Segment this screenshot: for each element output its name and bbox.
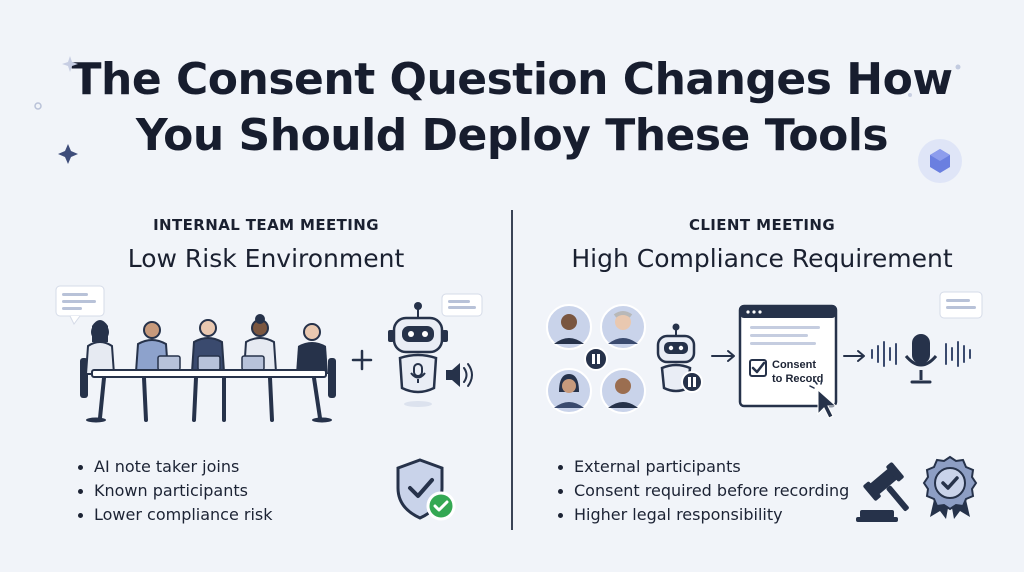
team-meeting-illustration xyxy=(80,314,336,423)
robot-icon xyxy=(388,293,483,407)
list-item: Known participants xyxy=(76,479,273,503)
sound-wave-microphone-icon xyxy=(871,291,983,384)
left-section-subtitle: Low Risk Environment xyxy=(127,244,405,273)
award-badge-icon xyxy=(922,455,978,519)
hexagon-decor-icon xyxy=(908,64,962,183)
title-line-1: The Consent Question Changes How xyxy=(71,54,953,105)
left-section-header: INTERNAL TEAM MEETING Low Risk Environme… xyxy=(66,216,466,273)
title-line-2: You Should Deploy These Tools xyxy=(135,110,889,161)
sparkle-decor-icon xyxy=(34,56,78,164)
list-item: AI note taker joins xyxy=(76,455,273,479)
left-section-kicker: INTERNAL TEAM MEETING xyxy=(153,216,379,234)
left-bullet-list: AI note taker joins Known participants L… xyxy=(76,455,273,527)
list-item: Higher legal responsibility xyxy=(556,503,849,527)
consent-label-line2: to Record xyxy=(772,373,823,385)
consent-label-line1: Consent xyxy=(772,359,816,371)
page-title: The Consent Question Changes How You Sho… xyxy=(0,52,1024,164)
gavel-icon xyxy=(856,462,909,522)
list-item: External participants xyxy=(556,455,849,479)
arrow-right-icon-2 xyxy=(843,350,865,362)
consent-dialog[interactable]: Consent to Record xyxy=(738,304,842,424)
right-section-header: CLIENT MEETING High Compliance Requireme… xyxy=(562,216,962,273)
right-section-subtitle: High Compliance Requirement xyxy=(571,244,953,273)
participant-avatars xyxy=(546,304,646,414)
robot-icon-right xyxy=(656,323,703,393)
shield-check-icon xyxy=(396,458,456,521)
plus-icon xyxy=(351,349,373,371)
section-divider xyxy=(511,210,513,530)
list-item: Lower compliance risk xyxy=(76,503,273,527)
chat-bubble-icon xyxy=(55,285,105,325)
list-item: Consent required before recording xyxy=(556,479,849,503)
arrow-right-icon xyxy=(711,350,735,362)
right-bullet-list: External participants Consent required b… xyxy=(556,455,849,527)
right-section-kicker: CLIENT MEETING xyxy=(688,216,836,234)
